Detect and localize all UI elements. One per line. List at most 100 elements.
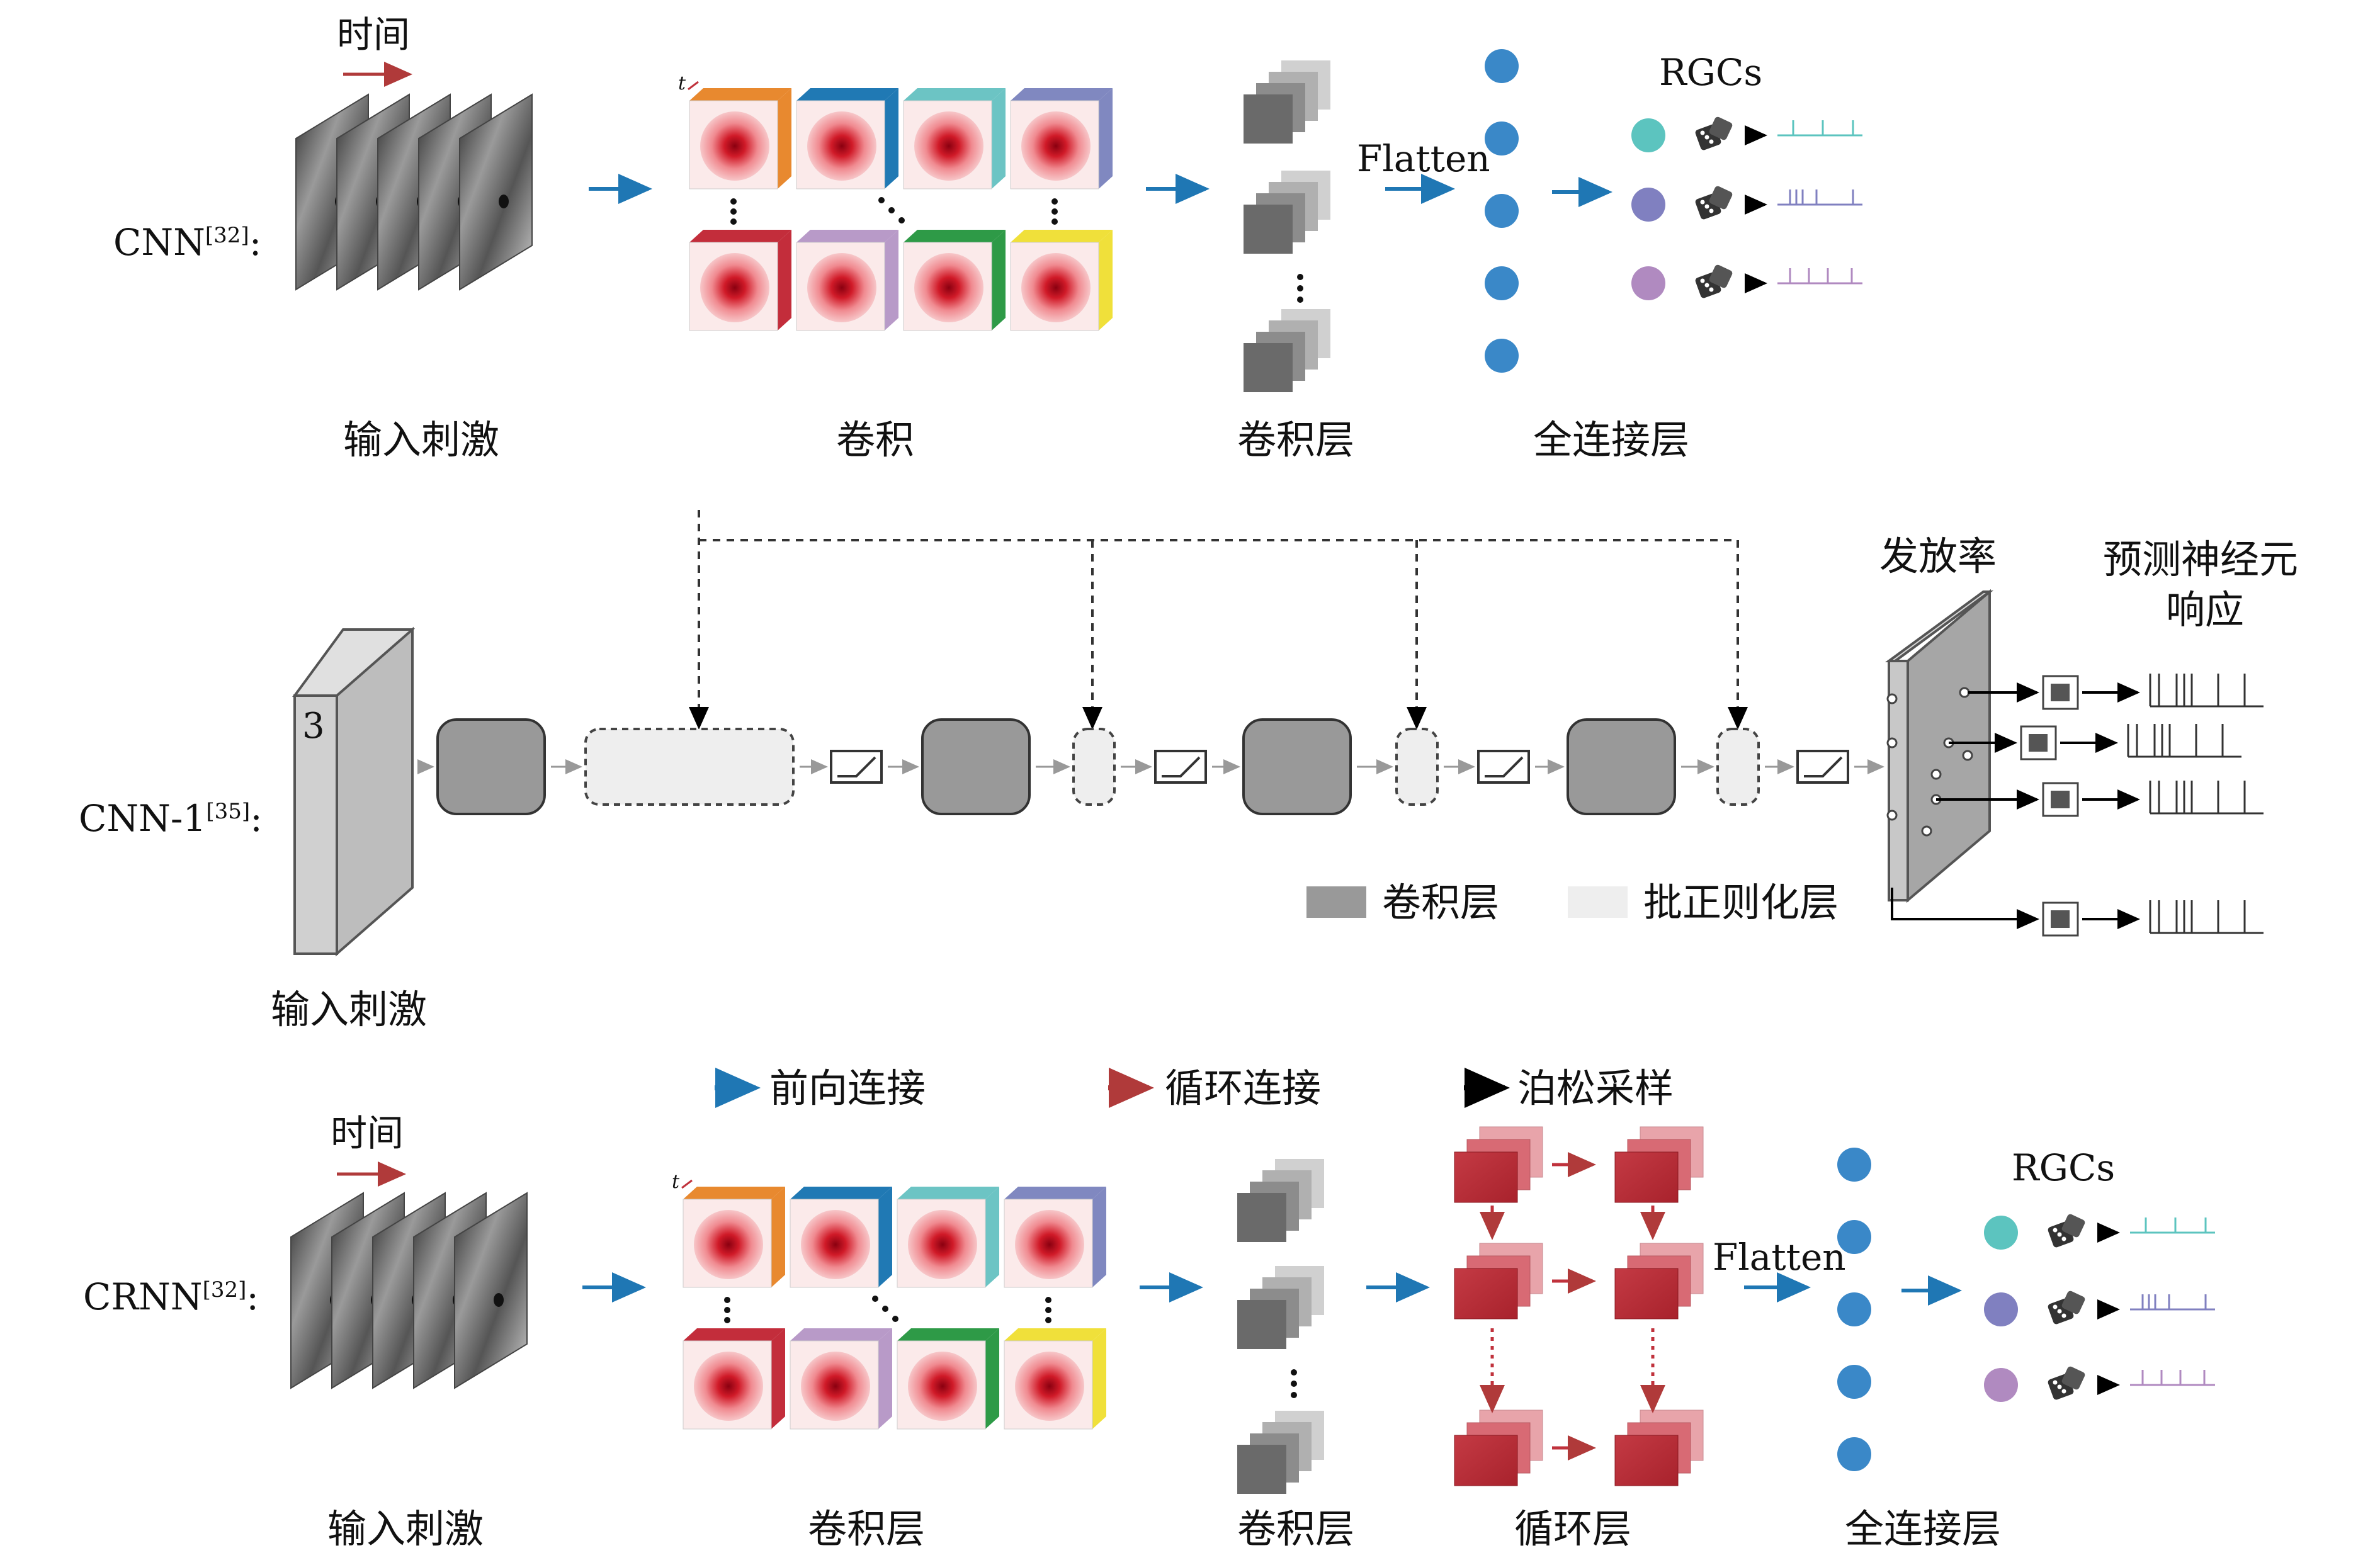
cnn1-legend: 卷积层 批正则化层	[1306, 879, 1839, 925]
rgc-node	[1984, 1368, 2018, 1402]
dice-icon	[2048, 1291, 2085, 1325]
cnn-rgcs-label: RGCs	[1659, 51, 1762, 94]
stimulus-frame	[454, 1192, 528, 1389]
feature-map	[796, 230, 898, 331]
crnn-caption-input: 输入刺激	[327, 1506, 484, 1548]
relu-icon	[1154, 750, 1207, 784]
batchnorm-block	[1716, 728, 1760, 806]
unit-dot	[1886, 737, 1898, 749]
conv-stack	[1237, 1159, 1324, 1242]
ellipsis-dots	[730, 197, 1058, 225]
legend-conv-label: 卷积层	[1382, 879, 1499, 925]
rgc-row	[1984, 1291, 2215, 1326]
dice-icon	[1695, 186, 1733, 220]
relu-icon	[830, 750, 883, 784]
unit-dot	[1886, 693, 1898, 704]
dice-icon	[1695, 264, 1733, 298]
rgc-node	[1631, 188, 1665, 222]
cnn1-label: CNN-1[35]:	[79, 797, 263, 840]
feature-map	[897, 1328, 999, 1430]
recurrent-unit	[1454, 1243, 1543, 1319]
panel-cnn: CNN[32]: 时间 t Flatten RGCs 输入刺激 卷积 卷积层 全…	[113, 13, 1862, 463]
feature-map	[1010, 88, 1113, 189]
spike-train	[2149, 781, 2264, 815]
recurrent-unit	[1454, 1410, 1543, 1486]
cnn1-neuron-outputs	[1891, 674, 2264, 937]
legend-bn-swatch	[1568, 886, 1628, 918]
time-axis-t: t	[672, 1171, 680, 1193]
cnn-conv-stacks	[1244, 60, 1330, 392]
feature-map	[1004, 1328, 1106, 1430]
legend-conv-swatch	[1306, 886, 1366, 918]
rgc-node	[1631, 266, 1665, 300]
rgc-row	[1631, 186, 1862, 222]
crnn-caption-recurrent-layer: 循环层	[1514, 1506, 1631, 1548]
cnn-flatten-label: Flatten	[1357, 137, 1490, 180]
neuron-output-row	[1936, 781, 2264, 817]
spike-train	[2130, 1217, 2215, 1234]
fc-node	[1485, 194, 1519, 228]
spike-train	[2130, 1370, 2215, 1386]
spike-train	[1777, 268, 1862, 285]
spike-train	[2127, 724, 2241, 758]
batchnorm-block	[1395, 728, 1439, 806]
cnn1-firing-rate-label: 发放率	[1879, 533, 1997, 579]
fc-node	[1837, 1365, 1871, 1399]
batchnorm-block	[1072, 728, 1116, 806]
feature-map	[903, 88, 1006, 189]
fc-node	[1837, 1437, 1871, 1471]
cnn1-input-slab: 3	[292, 626, 415, 957]
feature-map	[689, 88, 791, 189]
neuron-output-row	[1949, 724, 2241, 760]
cnn1-skip-connections	[689, 510, 1748, 730]
crnn-filter-grid: t	[672, 1171, 1106, 1430]
conv-stack	[1237, 1411, 1324, 1494]
rgc-node	[1984, 1292, 2018, 1326]
fc-node	[1485, 49, 1519, 83]
feature-map	[1004, 1187, 1106, 1288]
cnn1-layer-chain	[417, 718, 1884, 815]
cnn-caption-fc-layer: 全连接层	[1533, 417, 1689, 463]
cnn-caption-input: 输入刺激	[343, 417, 499, 463]
rgc-row	[1984, 1366, 2215, 1402]
unit-dot	[1886, 810, 1898, 821]
cnn1-predict-label-1: 预测神经元	[2103, 536, 2298, 582]
rgc-node	[1984, 1216, 2018, 1250]
feature-map	[689, 230, 791, 331]
crnn-caption-fc-layer: 全连接层	[1845, 1506, 2001, 1548]
cnn1-channel-count: 3	[302, 706, 325, 747]
feature-map	[796, 88, 898, 189]
relu-icon	[1796, 750, 1849, 784]
spike-train	[2130, 1294, 2215, 1311]
fc-node	[1837, 1148, 1871, 1182]
cnn-fc-nodes	[1485, 49, 1519, 373]
spike-train	[1777, 120, 1862, 137]
recurrent-unit	[1454, 1126, 1543, 1203]
spike-train	[2149, 674, 2264, 708]
ellipsis-dots	[1291, 1369, 1297, 1398]
stimulus-frame	[459, 93, 533, 291]
panel-cnn1: CNN-1[35]: 3 输入刺激 发放率 预测神经元	[79, 510, 2298, 1032]
fc-node	[1837, 1220, 1871, 1254]
conv-layer-block	[1242, 718, 1352, 815]
feature-map	[683, 1328, 785, 1430]
conv-stack	[1244, 171, 1330, 254]
rgc-node	[1631, 118, 1665, 152]
crnn-label: CRNN[32]:	[83, 1275, 259, 1318]
dice-icon	[2048, 1366, 2085, 1400]
crnn-caption-conv-layer-2: 卷积层	[1237, 1506, 1354, 1548]
fc-node	[1485, 121, 1519, 155]
cnn-label: CNN[32]:	[113, 221, 261, 264]
crnn-rgc-outputs	[1984, 1214, 2215, 1402]
feature-map	[1010, 230, 1113, 331]
unit-dot	[1930, 769, 1942, 780]
crnn-flatten-label: Flatten	[1713, 1236, 1846, 1279]
crnn-conv-stacks	[1237, 1159, 1324, 1494]
cnn1-output-slab	[1884, 589, 1994, 903]
cnn-filter-grid: t	[678, 72, 1113, 331]
spike-train	[2149, 900, 2264, 934]
cnn-time-label: 时间	[337, 13, 410, 56]
legend-poisson-label: 泊松采样	[1517, 1065, 1674, 1111]
feature-map	[897, 1187, 999, 1288]
